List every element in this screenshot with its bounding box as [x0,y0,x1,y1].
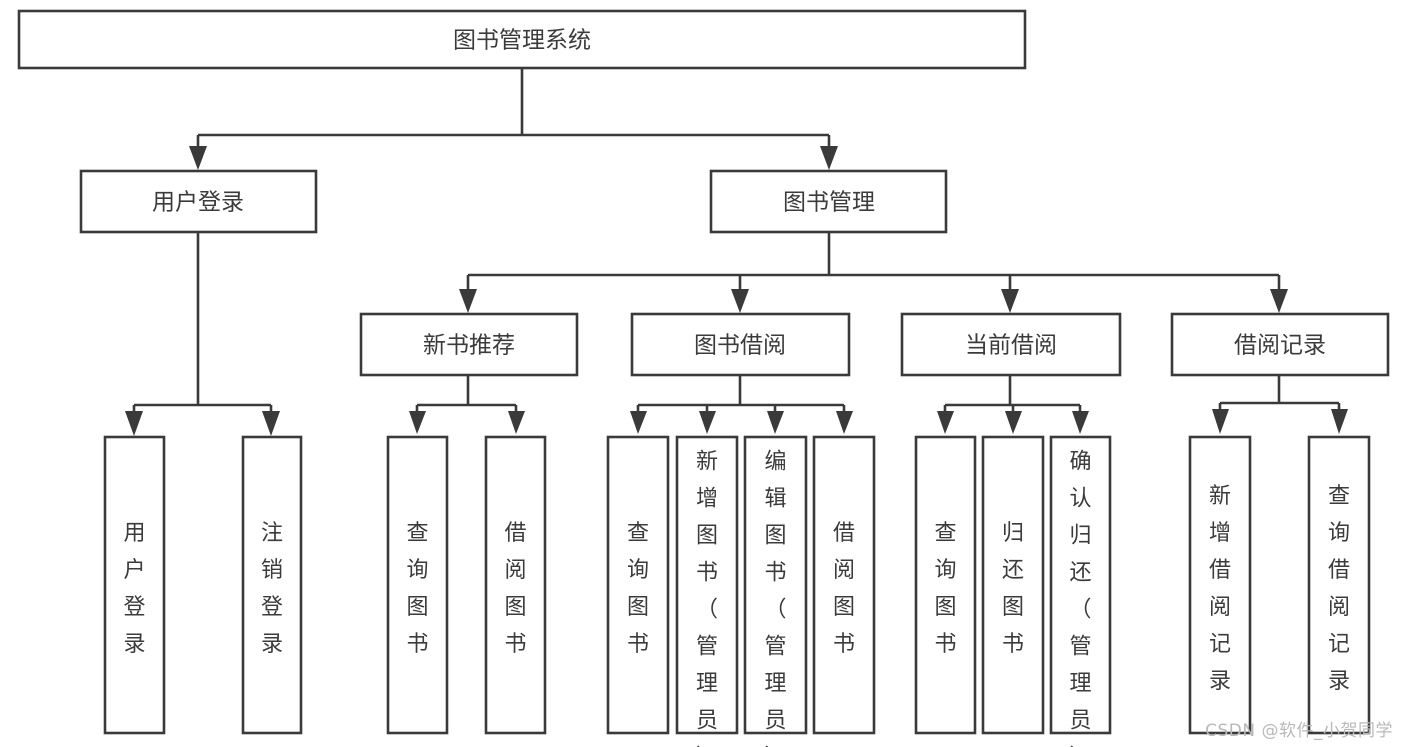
node-current-borrow-label: 当前借阅 [965,333,1057,359]
node-root-label: 图书管理系统 [453,28,591,54]
arrow-head-leaf-borrow-book-rec [508,411,525,434]
arrow-head-leaf-return-book [1005,411,1022,434]
node-leaf-borrow-book-rec-box[interactable] [484,435,547,735]
node-leaf-add-book-admin[interactable] [675,435,739,735]
arrow-head-leaf-query-borrow-record [1331,409,1348,434]
arrow-head-leaf-edit-book-admin [767,411,784,434]
arrow-head-leaf-confirm-return-admin [1072,411,1089,434]
node-leaf-borrow-book[interactable] [812,435,876,735]
node-leaf-confirm-return-admin-label: 确认归还（管理员） [1069,449,1091,747]
arrow-head-leaf-user-login [125,411,143,436]
node-user-login-box[interactable] [79,169,318,234]
node-leaf-user-login[interactable] [103,435,166,735]
node-borrow-record-label: 借阅记录 [1234,333,1326,359]
arrow-head-leaf-add-book-admin [699,411,716,434]
arrow-head-leaf-query-book-current [937,411,954,434]
node-leaf-query-book-borrow-label: 查询图书 [627,521,649,657]
node-leaf-add-borrow-record-label: 新增借阅记录 [1209,484,1231,694]
node-leaf-query-book-current[interactable] [914,435,977,735]
node-new-book-recommend-box[interactable] [359,312,579,377]
arrow-head-leaf-query-book-borrow [630,411,647,434]
node-leaf-logout-login-label: 注销登录 [261,521,283,657]
node-new-book-recommend[interactable]: 新书推荐 [359,312,579,377]
node-user-login-label: 用户登录 [152,190,244,216]
node-leaf-add-book-admin-box[interactable] [675,435,739,735]
node-book-borrow-box[interactable] [630,312,851,377]
node-leaf-query-book-current-box[interactable] [914,435,977,735]
node-leaf-edit-book-admin-box[interactable] [743,435,808,735]
node-leaf-borrow-book-box[interactable] [812,435,876,735]
node-leaf-logout-login[interactable] [241,435,303,735]
node-leaf-return-book-box[interactable] [981,435,1045,735]
leaf-node-layer [103,435,1371,735]
node-root-box[interactable] [17,9,1027,70]
node-book-borrow[interactable]: 图书借阅 [630,312,851,377]
node-leaf-query-borrow-record-box[interactable] [1307,435,1371,735]
node-leaf-query-borrow-record-label: 查询借阅记录 [1328,484,1350,694]
node-leaf-query-book-borrow[interactable] [606,435,670,735]
node-leaf-query-book-rec-box[interactable] [386,435,449,735]
node-borrow-record[interactable]: 借阅记录 [1170,312,1390,377]
node-leaf-query-book-rec-label: 查询图书 [406,521,428,657]
node-leaf-edit-book-admin[interactable] [743,435,808,735]
node-leaf-borrow-book-label: 借阅图书 [833,521,855,657]
arrow-head-current-borrow [1001,289,1019,313]
node-book-borrow-label: 图书借阅 [694,333,786,359]
node-leaf-add-borrow-record-box[interactable] [1188,435,1252,735]
connector-layer [125,68,1348,436]
arrow-head-user-login [189,146,207,170]
node-book-management-label: 图书管理 [783,190,875,216]
node-borrow-record-box[interactable] [1170,312,1390,377]
node-leaf-return-book-label: 归还图书 [1002,521,1024,657]
node-leaf-query-book-borrow-box[interactable] [606,435,670,735]
node-leaf-confirm-return-admin[interactable] [1049,435,1112,735]
node-root[interactable]: 图书管理系统 [17,9,1027,70]
arrow-head-leaf-logout-login [262,411,280,436]
node-leaf-query-book-rec[interactable] [386,435,449,735]
node-leaf-add-borrow-record[interactable] [1188,435,1252,735]
arrow-head-leaf-query-book-rec [409,411,426,434]
arrow-head-leaf-borrow-book [836,411,853,434]
arrow-head-leaf-add-borrow-record [1212,409,1229,434]
node-book-management-box[interactable] [709,169,948,234]
node-current-borrow[interactable]: 当前借阅 [900,312,1122,377]
arrow-head-new-book-recommend [459,289,477,313]
leaf-label-layer: 用户登录 注销登录 查询图书 借阅图书 查询图书 新增图书（管理员） 编辑图书（管理员） 借阅… [123,449,1350,747]
node-leaf-return-book[interactable] [981,435,1045,735]
node-leaf-user-login-label: 用户登录 [123,521,145,657]
node-current-borrow-box[interactable] [900,312,1122,377]
node-leaf-user-login-box[interactable] [103,435,166,735]
node-leaf-borrow-book-rec[interactable] [484,435,547,735]
node-user-login[interactable]: 用户登录 [79,169,318,234]
arrow-head-book-management [820,146,838,170]
node-new-book-recommend-label: 新书推荐 [423,333,515,359]
arrow-head-book-borrow [731,289,749,313]
arrow-head-borrow-record [1270,289,1288,313]
node-leaf-edit-book-admin-label: 编辑图书（管理员） [764,449,786,747]
node-leaf-add-book-admin-label: 新增图书（管理员） [696,449,718,747]
node-leaf-query-borrow-record[interactable] [1307,435,1371,735]
node-leaf-borrow-book-rec-label: 借阅图书 [504,521,526,657]
node-leaf-logout-login-box[interactable] [241,435,303,735]
node-book-management[interactable]: 图书管理 [709,169,948,234]
node-leaf-confirm-return-admin-box[interactable] [1049,435,1112,735]
node-leaf-query-book-current-label: 查询图书 [934,521,956,657]
watermark-text: CSDN @软件_小贺同学 [1205,721,1393,741]
